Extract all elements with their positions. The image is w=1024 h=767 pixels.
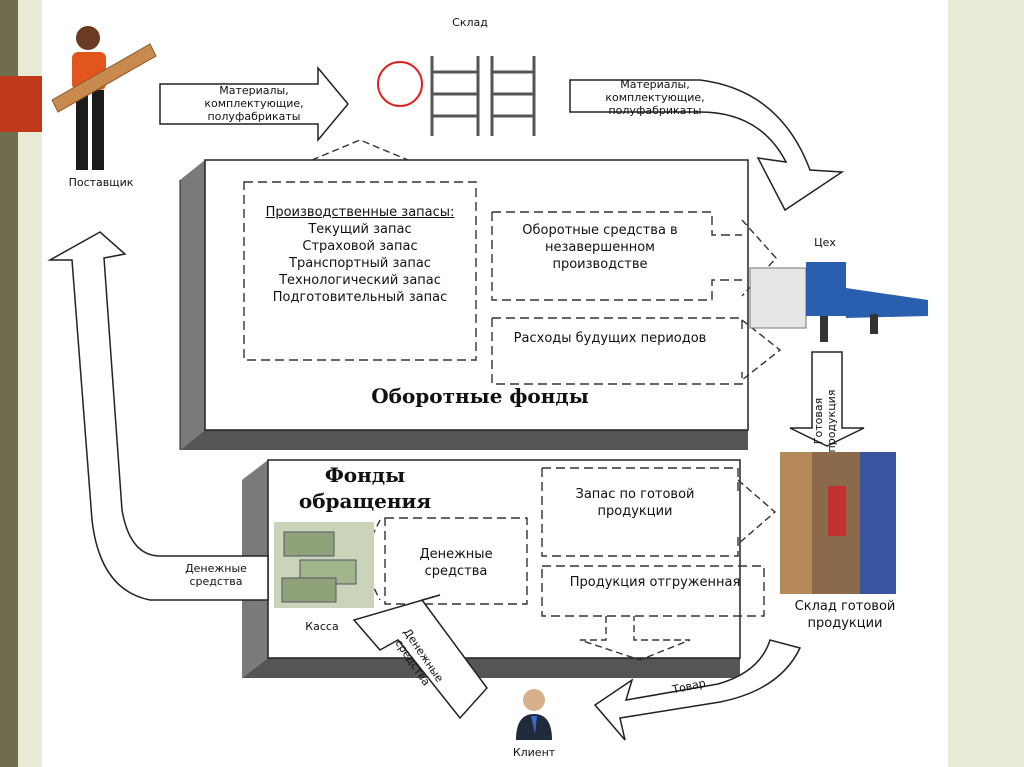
supplier-figure [51, 26, 157, 170]
finished-stock-box-bottom [541, 468, 739, 557]
cash-money-stack [274, 522, 374, 608]
wip-box-bottom [491, 212, 742, 301]
workshop-machine [749, 262, 928, 342]
arrow-goods-to-client [593, 639, 802, 741]
stock-up-arrow-head [311, 139, 409, 161]
finished-warehouse-label: Склад готовой продукции [794, 599, 896, 631]
deferred-arrow-head [741, 319, 782, 381]
left-decor-red-block [0, 76, 42, 132]
production-stock-box-text: Производственные запасы: Текущий запас С… [250, 204, 470, 306]
finished-stock-label: Запас по готовой продукции [575, 487, 695, 519]
supplier-label: Поставщик [68, 176, 134, 189]
wip-box-top [492, 211, 742, 236]
right-decor-panel [948, 0, 1024, 767]
wip-label: Оборотные средства в незавершенном произ… [522, 223, 678, 272]
deferred-expenses-label: Расходы будущих периодов [513, 331, 707, 346]
arrow-materials-to-workshop [569, 79, 845, 212]
wip-arrow-head [741, 219, 777, 297]
arrow-money-to-supplier [47, 231, 269, 601]
materials-out-label: Материалы, комплектующие, полуфабрикаты [605, 78, 705, 117]
stock-item: Транспортный запас [289, 256, 431, 271]
left-decor-panel [0, 0, 42, 767]
materials-in-label: Материалы, комплектующие, полуфабрикаты [204, 84, 304, 123]
stock-item: Подготовительный запас [272, 290, 448, 305]
money-to-supplier-label: Денежные средства [185, 562, 247, 588]
circulation-funds-title: Фонды обращения [298, 463, 432, 513]
stock-item: Технологический запас [279, 273, 441, 288]
deferred-box-bottom [491, 318, 743, 385]
finished-warehouse-photo [780, 452, 896, 594]
finished-stock-box-top [542, 467, 739, 492]
arrow-finished-goods [789, 351, 865, 447]
finished-goods-label: Готовая продукция [812, 389, 838, 453]
client-figure [516, 689, 552, 740]
production-stock-heading: Производственные запасы: [265, 205, 455, 220]
client-label: Клиент [512, 746, 556, 759]
warehouse-label: Склад [452, 16, 488, 29]
deferred-box-top [492, 317, 743, 330]
cash-box [384, 517, 528, 605]
arrow-materials-to-warehouse [159, 65, 349, 143]
cashbox-label: Касса [305, 620, 339, 633]
finished-stock-arrow-head [737, 479, 777, 545]
stock-item: Текущий запас [308, 222, 412, 237]
circulating-assets-title: Оборотные фонды [371, 384, 589, 408]
production-stock-box [243, 181, 477, 361]
stock-item: Страховой запас [302, 239, 418, 254]
left-decor-stripe [0, 0, 18, 767]
cash-label: Денежные средства [419, 547, 493, 579]
shipped-down-arrow [579, 616, 691, 661]
shipped-products-label: Продукция отгруженная [569, 575, 741, 590]
shipped-box [541, 565, 765, 617]
warehouse-shelves [377, 56, 536, 136]
arrow-money-from-client [352, 594, 488, 720]
workshop-label: Цех [814, 236, 836, 249]
